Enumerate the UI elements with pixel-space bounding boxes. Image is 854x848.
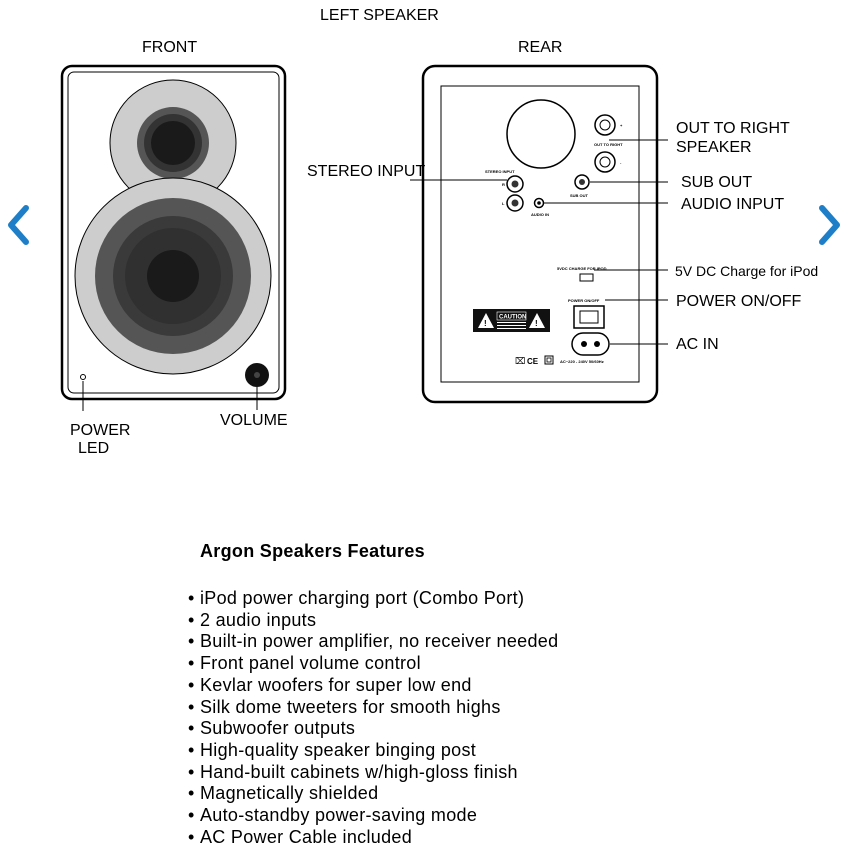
feature-text: Front panel volume control [200, 653, 421, 674]
feature-item: •iPod power charging port (Combo Port) [188, 588, 558, 610]
svg-text:POWER ON/OFF: POWER ON/OFF [568, 298, 600, 303]
svg-text:+: + [620, 123, 623, 128]
feature-text: Silk dome tweeters for smooth highs [200, 696, 501, 717]
bullet: • [188, 718, 195, 739]
bullet: • [188, 761, 195, 782]
bullet: • [188, 609, 195, 630]
certification-marks: ⌧ CE AC~220 - 240V 50/60Hz [515, 355, 604, 366]
bullet: • [188, 783, 195, 804]
audio-in-jack: AUDIO IN [531, 197, 549, 217]
callout-power-on-off: POWER ON/OFF [676, 293, 802, 310]
bullet: • [188, 631, 195, 652]
svg-text:AC~220 - 240V 50/60Hz: AC~220 - 240V 50/60Hz [560, 359, 604, 364]
feature-item: •Auto-standby power-saving mode [188, 805, 558, 827]
features-list: •iPod power charging port (Combo Port)•2… [188, 588, 558, 848]
chevron-right-icon [819, 205, 840, 245]
feature-item: •Silk dome tweeters for smooth highs [188, 697, 558, 719]
callout-ac-in: AC IN [676, 336, 719, 353]
feature-item: •High-quality speaker binging post [188, 740, 558, 762]
callout-out-to-right-2: SPEAKER [676, 139, 752, 156]
svg-text:R: R [502, 182, 505, 187]
bass-port [506, 99, 576, 169]
stereo-input-jacks: STEREO INPUT R L [485, 169, 524, 212]
svg-text:CAUTION: CAUTION [499, 315, 526, 321]
svg-text:!: ! [484, 319, 487, 328]
feature-text: Auto-standby power-saving mode [200, 805, 478, 826]
diagram-title: LEFT SPEAKER [320, 7, 439, 24]
callout-power-led-2: LED [78, 440, 110, 457]
svg-text:!: ! [535, 319, 538, 328]
front-speaker [60, 64, 287, 411]
feature-item: •Built-in power amplifier, no receiver n… [188, 631, 558, 653]
callout-volume: VOLUME [220, 412, 288, 429]
callout-lines [410, 139, 668, 345]
feature-text: Magnetically shielded [200, 783, 379, 804]
feature-item: •Kevlar woofers for super low end [188, 675, 558, 697]
feature-text: Hand-built cabinets w/high-gloss finish [200, 761, 518, 782]
speaker-diagram: STEREO INPUT R L AUDIO IN + - OUT TO RIG… [60, 64, 668, 411]
feature-item: •Subwoofer outputs [188, 718, 558, 740]
feature-text: High-quality speaker binging post [200, 739, 477, 760]
callout-out-to-right-1: OUT TO RIGHT [676, 120, 790, 137]
bullet: • [188, 674, 195, 695]
feature-text: Kevlar woofers for super low end [200, 674, 472, 695]
svg-text:OUT TO RIGHT: OUT TO RIGHT [594, 142, 623, 147]
callout-power-led-1: POWER [70, 422, 131, 439]
woofer [74, 177, 272, 375]
callout-stereo-input: STEREO INPUT [307, 163, 426, 180]
bullet: • [188, 805, 195, 826]
chevron-left-icon [8, 205, 29, 245]
features-section: Argon Speakers Features •iPod power char… [188, 541, 558, 848]
bullet: • [188, 739, 195, 760]
callout-audio-input: AUDIO INPUT [681, 196, 785, 213]
feature-text: Built-in power amplifier, no receiver ne… [200, 631, 559, 652]
power-switch: POWER ON/OFF [568, 298, 605, 329]
prev-button[interactable] [0, 195, 36, 255]
ipod-charge-port: 5VDC CHARGE FOR IPOD [557, 266, 607, 282]
features-title: Argon Speakers Features [200, 541, 425, 561]
svg-text:SUB OUT: SUB OUT [570, 193, 589, 198]
ac-inlet [571, 332, 610, 356]
out-to-right-terminals: + - OUT TO RIGHT [594, 114, 623, 173]
feature-item: •Magnetically shielded [188, 783, 558, 805]
bullet: • [188, 696, 195, 717]
feature-text: 2 audio inputs [200, 609, 317, 630]
svg-text:STEREO INPUT: STEREO INPUT [485, 169, 515, 174]
tweeter [109, 79, 237, 207]
callout-sub-out: SUB OUT [681, 174, 753, 191]
front-label: FRONT [142, 39, 198, 56]
bullet: • [188, 653, 195, 674]
feature-item: •Hand-built cabinets w/high-gloss finish [188, 762, 558, 784]
svg-text:⌧: ⌧ [515, 356, 525, 366]
svg-text:5VDC CHARGE FOR IPOD: 5VDC CHARGE FOR IPOD [557, 266, 607, 271]
next-button[interactable] [812, 195, 848, 255]
rear-speaker: STEREO INPUT R L AUDIO IN + - OUT TO RIG… [421, 64, 659, 404]
rear-label: REAR [518, 39, 563, 56]
feature-item: •Front panel volume control [188, 653, 558, 675]
sub-out-jack: SUB OUT [570, 174, 590, 198]
svg-text:CE: CE [527, 357, 539, 366]
svg-text:-: - [620, 160, 622, 165]
feature-item: •2 audio inputs [188, 610, 558, 632]
svg-text:L: L [502, 201, 505, 206]
feature-text: iPod power charging port (Combo Port) [200, 588, 525, 608]
feature-text: Subwoofer outputs [200, 718, 356, 739]
svg-text:AUDIO IN: AUDIO IN [531, 212, 549, 217]
caution-label: ! ! CAUTION [473, 309, 550, 332]
callout-charge-ipod: 5V DC Charge for iPod [675, 263, 819, 279]
power-led [80, 374, 86, 380]
bullet: • [188, 588, 195, 608]
